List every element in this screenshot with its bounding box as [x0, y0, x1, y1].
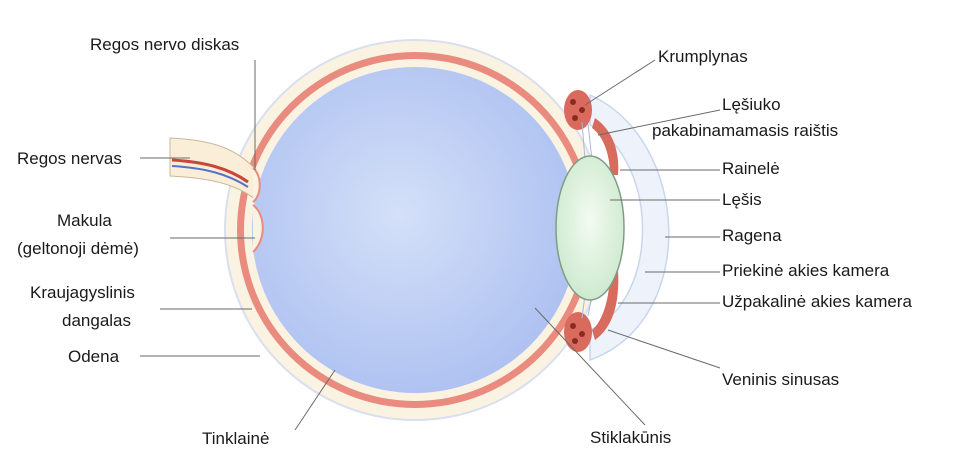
- label-optic-nerve: Regos nervas: [17, 149, 122, 168]
- label-anterior-chamber: Priekinė akies kamera: [722, 261, 890, 280]
- label-cornea: Ragena: [722, 226, 782, 245]
- ciliary-body-upper: [564, 90, 592, 130]
- label-retina: Tinklainė: [202, 429, 269, 448]
- label-choroid-line1: Kraujagyslinis: [30, 283, 135, 302]
- label-zonule-line1: Lęšiuko: [722, 95, 781, 114]
- label-iris: Rainelė: [722, 159, 780, 178]
- vitreous-body: [252, 67, 578, 393]
- label-sclera: Odena: [68, 347, 120, 366]
- label-macula-line2: (geltonoji dėmė): [17, 239, 139, 258]
- label-macula-line1: Makula: [57, 211, 112, 230]
- label-lens: Lęšis: [722, 190, 762, 209]
- label-ciliary-body: Krumplynas: [658, 47, 748, 66]
- ciliary-body-lower: [564, 312, 592, 352]
- label-zonule-line2: pakabinamamasis raištis: [652, 121, 838, 140]
- label-venous-sinus: Veninis sinusas: [722, 370, 839, 389]
- label-choroid-line2: dangalas: [62, 311, 131, 330]
- label-optic-disc: Regos nervo diskas: [90, 35, 239, 54]
- lens: [556, 156, 624, 300]
- label-posterior-chamber: Užpakalinė akies kamera: [722, 292, 912, 311]
- label-vitreous-body: Stiklakūnis: [590, 428, 671, 447]
